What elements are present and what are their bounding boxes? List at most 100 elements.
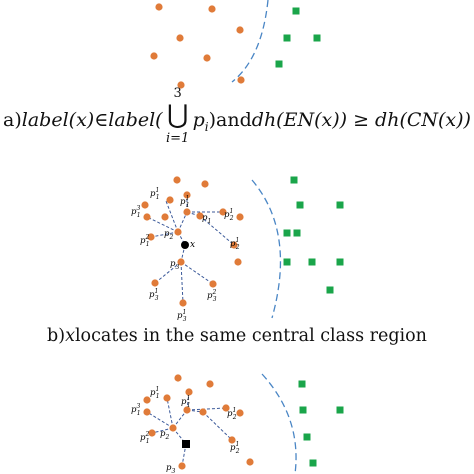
caption-a-cond: dh(EN(x)) ≥ dh(CN(x)) (251, 109, 471, 131)
neighbor-link-b (177, 211, 188, 233)
union-operator: 3⋃i=1 (163, 86, 193, 146)
caption-b-text: locates in the same central class region (74, 326, 427, 346)
neighbor-label: p2 (160, 429, 169, 441)
class-point-c (206, 380, 214, 388)
neighbor-label: p1 (202, 213, 211, 225)
caption-a-label-open: label( (108, 109, 163, 131)
neighbor-link-c (166, 397, 174, 429)
class-point-b (236, 213, 244, 221)
class-point-a (203, 54, 211, 62)
neighbor-link-b (180, 261, 214, 285)
other-class-point-b (326, 286, 334, 294)
class-point-b (183, 208, 191, 216)
other-class-point-b (283, 229, 291, 237)
caption-a-and: and (216, 109, 252, 131)
class-point-b (219, 208, 227, 216)
class-point-c (199, 408, 207, 416)
class-boundary-c (261, 373, 297, 474)
neighbor-link-b (165, 200, 179, 233)
other-class-point-c (336, 406, 344, 414)
neighbor-label: p3 (170, 259, 179, 271)
class-point-b (174, 228, 182, 236)
neighbor-link-b (180, 261, 184, 304)
query-label-x: x (190, 240, 195, 250)
class-point-c (143, 396, 151, 404)
query-point-x-c (182, 440, 190, 448)
neighbor-link-b (150, 231, 179, 238)
union-symbol: ⋃ (166, 100, 189, 130)
class-point-c (246, 458, 254, 466)
class-point-c (236, 409, 244, 417)
class-point-b (196, 212, 204, 220)
panel-a (150, 0, 321, 89)
class-point-c (228, 436, 236, 444)
other-class-point-b (290, 176, 298, 184)
caption-b-prefix: b) (47, 326, 66, 346)
class-point-a (176, 34, 184, 42)
other-class-point-b (308, 258, 316, 266)
class-point-c (148, 429, 156, 437)
other-class-point-b (296, 201, 304, 209)
neighbor-link-c (181, 443, 187, 467)
class-point-a (155, 3, 163, 11)
class-point-b (230, 241, 238, 249)
union-arg: p (192, 109, 205, 131)
caption-a-prefix: a) (3, 109, 22, 131)
other-class-point-a (313, 34, 321, 42)
other-class-point-b (336, 258, 344, 266)
class-point-a (150, 52, 158, 60)
neighbor-link-c (146, 411, 174, 429)
query-point-x (181, 241, 189, 249)
class-point-b (201, 180, 209, 188)
neighbor-link-b (154, 261, 182, 284)
other-class-point-b (293, 229, 301, 237)
caption-a: a) label(x) ∈ label(3⋃i=1 pi) and dh(EN(… (0, 86, 474, 146)
class-boundary-b (251, 179, 282, 319)
other-class-point-c (298, 380, 306, 388)
caption-a-label-x: label(x) (21, 109, 95, 131)
class-point-c (185, 388, 193, 396)
union-bottom: i=1 (165, 131, 190, 146)
other-class-point-a (292, 7, 300, 15)
class-point-b (151, 279, 159, 287)
other-class-point-c (299, 406, 307, 414)
class-point-b (166, 196, 174, 204)
other-class-point-c (309, 459, 317, 467)
other-class-point-a (275, 60, 283, 68)
class-point-b (183, 191, 191, 199)
class-point-a (177, 81, 185, 89)
class-point-b (173, 176, 181, 184)
other-class-point-a (283, 34, 291, 42)
caption-a-in: ∈ (94, 109, 109, 131)
class-point-a (236, 26, 244, 34)
caption-b: b) x locates in the same central class r… (0, 326, 474, 356)
neighbor-link-c (186, 407, 227, 411)
class-point-a (208, 5, 216, 13)
class-point-b (141, 201, 149, 209)
neighbor-link-b (146, 216, 179, 233)
class-point-c (143, 408, 151, 416)
class-point-b (177, 258, 185, 266)
neighbor-link-c (202, 411, 233, 441)
class-point-b (143, 213, 151, 221)
class-point-a (237, 76, 245, 84)
class-point-b (147, 233, 155, 241)
other-class-point-b (283, 258, 291, 266)
